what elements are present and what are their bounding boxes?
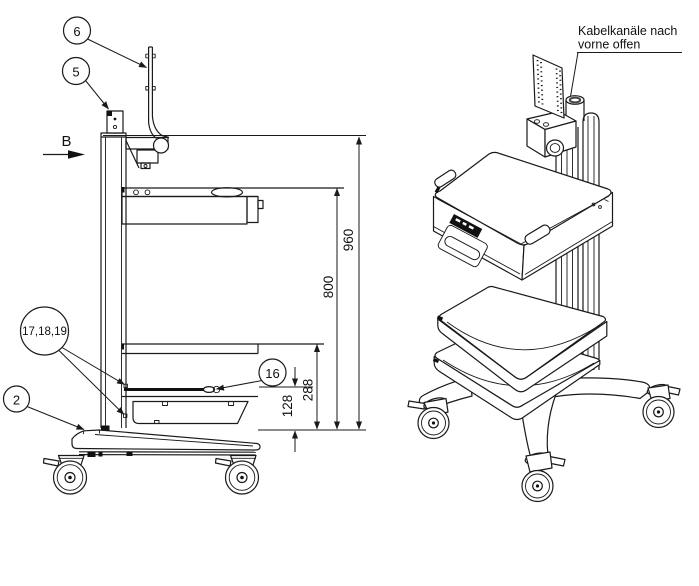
side-top-bracket	[106, 110, 124, 134]
side-mount-plate	[145, 46, 170, 139]
annotation-line-2: vorne offen	[578, 38, 640, 52]
side-view	[42, 46, 344, 495]
iso-equipment-box	[432, 151, 614, 281]
clamp-knob	[545, 139, 565, 157]
box-connector-label	[449, 214, 483, 238]
balloon-callouts: 6 5 17,18,19 2 16	[2, 16, 287, 430]
iso-caster-right	[642, 383, 681, 429]
balloon-17-18-19: 17,18,19	[19, 306, 125, 415]
annotation-line-1: Kabelkanäle nach	[578, 24, 677, 38]
dim-label-288: 288	[301, 379, 316, 402]
box-recessed-handle	[437, 224, 488, 268]
side-monitor-tray	[121, 187, 344, 225]
side-monitor-arm	[125, 136, 170, 170]
arm-knob	[152, 137, 170, 154]
cable-channel-annotation: Kabelkanäle nach vorne offen	[570, 24, 682, 97]
iso-clamp-block	[526, 110, 577, 158]
iso-view	[407, 54, 681, 503]
view-label-b: B	[61, 133, 71, 150]
rail-hook	[202, 386, 216, 394]
balloon-6-label: 6	[73, 24, 80, 39]
box-handle-front	[524, 224, 551, 245]
side-middle-shelf	[121, 343, 324, 355]
side-drawer-box	[123, 400, 249, 425]
annotation-leader-line	[570, 52, 579, 97]
balloon-5: 5	[61, 56, 109, 110]
iso-caster-left	[407, 397, 450, 440]
iso-caster-front	[521, 451, 566, 503]
side-caster-left	[42, 454, 88, 495]
side-rail-shelf	[122, 383, 258, 398]
view-arrow-icon	[68, 150, 85, 159]
side-caster-right	[214, 454, 260, 495]
iso-mount-plate	[532, 54, 565, 119]
dimension-annotations: 960 800 288 128	[103, 135, 366, 452]
balloon-16-label: 16	[265, 366, 279, 381]
column-base-block	[101, 425, 110, 431]
dim-label-128: 128	[280, 395, 295, 418]
view-direction-b: B	[43, 133, 85, 159]
dim-label-800: 800	[321, 276, 336, 299]
iso-middle-shelf	[436, 285, 608, 393]
box-handle-rear	[434, 169, 457, 188]
tray-handle-slot	[210, 187, 244, 198]
side-base	[71, 429, 261, 457]
dim-label-960: 960	[341, 229, 356, 252]
side-column	[100, 132, 127, 431]
balloon-6: 6	[62, 16, 148, 68]
balloon-5-label: 5	[72, 65, 79, 80]
iso-cable-cylinder	[565, 95, 585, 124]
balloon-16: 16	[215, 358, 287, 391]
balloon-17-18-19-label: 17,18,19	[22, 326, 67, 338]
balloon-2-label: 2	[13, 393, 20, 408]
balloon-2: 2	[2, 385, 85, 430]
